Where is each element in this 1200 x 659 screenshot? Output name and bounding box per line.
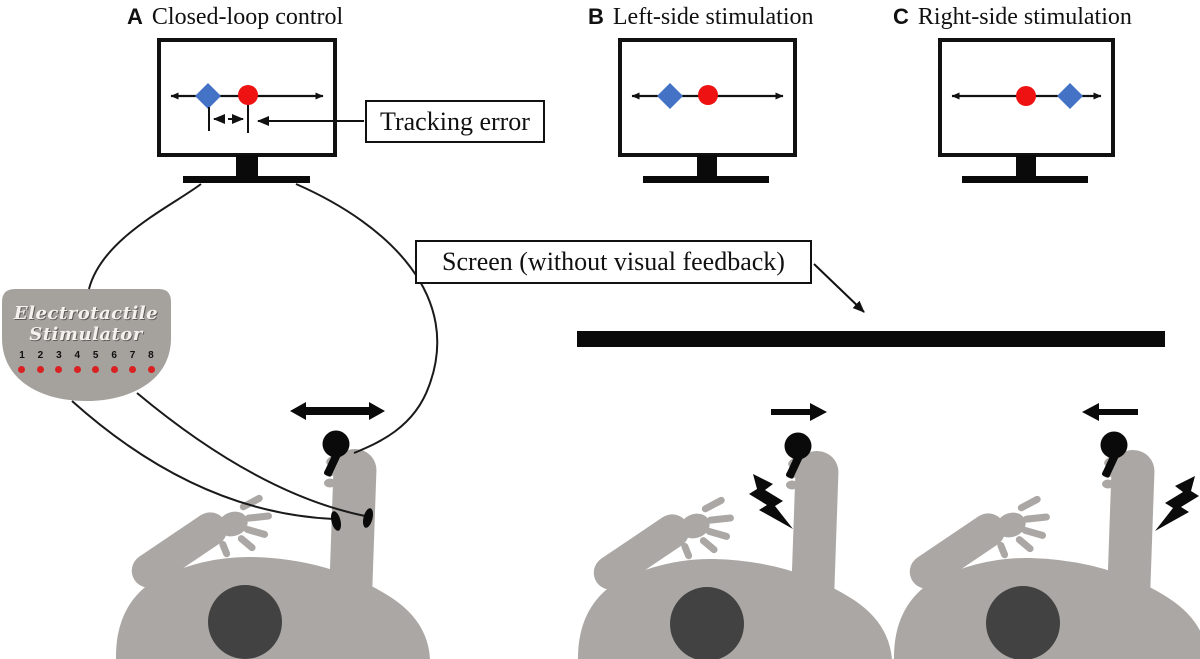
panel-b-letter: B	[588, 4, 604, 29]
monitor-neck	[236, 155, 258, 177]
channel-number: 1	[19, 350, 25, 361]
monitor-base	[962, 176, 1088, 183]
monitor-a	[157, 38, 364, 183]
screen-callout: Screen (without visual feedback)	[415, 240, 812, 284]
tracking-error-callout: Tracking error	[365, 100, 545, 143]
panel-c-letter: C	[893, 4, 909, 29]
led-indicator	[55, 366, 63, 373]
cursor-circle-icon	[238, 85, 258, 105]
stimulator-led-row	[16, 366, 157, 373]
target-diamond-icon	[657, 83, 683, 109]
channel-number: 3	[56, 350, 62, 361]
channel-number: 6	[111, 350, 117, 361]
channel-number: 8	[148, 350, 154, 361]
screen-label-pointer-arrow	[813, 263, 865, 313]
person-a	[115, 430, 431, 659]
panel-c-text: Right-side stimulation	[917, 4, 1132, 30]
monitor-neck	[1016, 155, 1036, 177]
stimulator-name-line1: Electrotactile	[13, 303, 159, 324]
movement-arrow-left-icon	[1082, 403, 1138, 421]
tracking-error-measure	[208, 105, 249, 133]
stimulator-name-line2: Stimulator	[29, 324, 143, 345]
wire-stimulator-to-electrode-2	[136, 392, 366, 517]
panel-b-title: B Left-side stimulation	[588, 4, 814, 31]
electrode	[331, 511, 341, 531]
wire-stimulator-to-electrode-1	[71, 400, 335, 520]
projection-screen-bar	[577, 331, 1165, 347]
panel-a-letter: A	[127, 4, 143, 29]
cursor-circle-icon	[698, 85, 718, 105]
movement-arrow-both-icon	[290, 402, 385, 420]
panel-b-text: Left-side stimulation	[612, 4, 814, 30]
stimulator-name: Electrotactile Stimulator	[0, 303, 172, 345]
signal-wires	[71, 183, 439, 520]
monitor-b	[618, 38, 797, 183]
electrotactile-stimulator-device	[2, 289, 171, 401]
led-indicator	[129, 366, 137, 373]
electrodes	[331, 508, 373, 531]
stimulator-channel-numbers: 1 2 3 4 5 6 7 8	[16, 350, 157, 361]
monitor-c	[938, 38, 1115, 183]
led-indicator	[147, 366, 155, 373]
target-diamond-icon	[195, 83, 221, 109]
channel-number: 7	[129, 350, 136, 361]
electric-shock-bolt-icon	[1155, 476, 1199, 531]
wire-monitor-to-joystick	[295, 183, 439, 454]
led-indicator	[36, 366, 44, 373]
panel-a-title: A Closed-loop control	[127, 4, 343, 31]
channel-number: 4	[74, 350, 81, 361]
wire-monitor-to-stimulator	[88, 183, 202, 290]
panel-a-text: Closed-loop control	[151, 4, 344, 30]
led-indicator	[92, 366, 100, 373]
led-indicator	[73, 366, 81, 373]
led-indicator	[18, 366, 25, 373]
channel-number: 5	[92, 350, 99, 361]
led-indicator	[110, 366, 118, 373]
electric-shock-bolt-icon	[749, 474, 793, 529]
panel-c-title: C Right-side stimulation	[893, 4, 1132, 31]
monitor-base	[643, 176, 769, 183]
monitor-neck	[697, 155, 717, 177]
channel-number: 2	[37, 350, 44, 361]
monitor-base	[183, 176, 310, 183]
target-diamond-icon	[1057, 83, 1083, 109]
electrode	[363, 508, 373, 528]
person-c	[893, 431, 1200, 659]
movement-arrow-right-icon	[771, 403, 827, 421]
cursor-circle-icon	[1016, 86, 1036, 106]
person-b	[577, 432, 892, 659]
